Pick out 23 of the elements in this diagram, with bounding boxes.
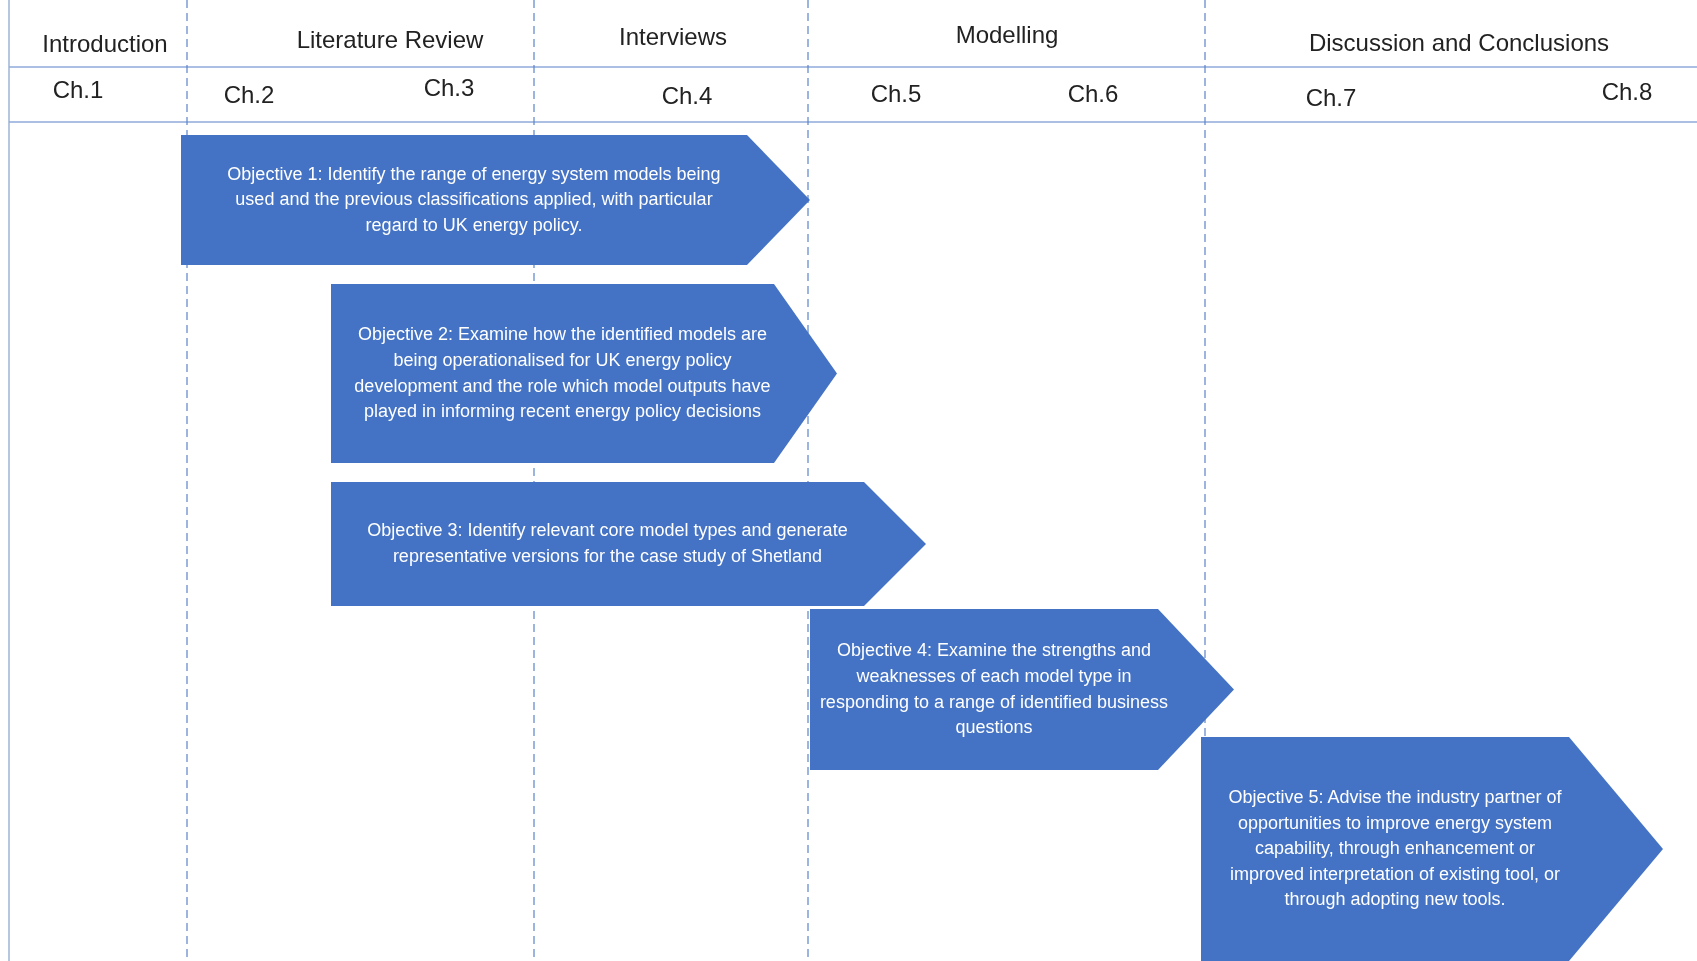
chapter-label: Ch.8 (1601, 80, 1653, 104)
column-heading: Literature Review (296, 28, 484, 52)
column-heading: Introduction (42, 32, 168, 56)
chapter-label: Ch.6 (1067, 82, 1119, 106)
chapter-label: Ch.3 (423, 76, 475, 100)
chapter-label: Ch.1 (52, 78, 104, 102)
chapter-label: Ch.5 (870, 82, 922, 106)
objective-banner (181, 135, 810, 265)
chapter-label: Ch.4 (661, 84, 713, 108)
chapter-label: Ch.7 (1305, 86, 1357, 110)
column-heading: Interviews (619, 25, 727, 49)
objective-text: Objective 4: Examine the strengths and weaknesses of each model type in responding to a range of identified business questions (818, 639, 1170, 740)
objective-banner (331, 482, 926, 606)
objective-text: Objective 5: Advise the industry partner of opportunities to improve energy system capability, through enhancement or improved interpretation of existing tool, or through adopting new tools. (1227, 786, 1563, 912)
objective-text: Objective 3: Identify relevant core model types and generate representative versions for the case study of Shetland (366, 519, 849, 568)
column-heading: Discussion and Conclusions (1308, 31, 1610, 55)
objective-banner (810, 609, 1234, 770)
chapter-label: Ch.2 (223, 83, 275, 107)
objective-banner (331, 284, 837, 463)
column-heading: Modelling (955, 23, 1059, 47)
objective-text: Objective 2: Examine how the identified models are being operationalised for UK energy policy development and the role which model outputs have played in informing recent energy policy decisions (353, 323, 772, 424)
objective-text: Objective 1: Identify the range of energy system models being used and the previous classifications applied, with particular regard to UK energy policy. (226, 162, 722, 237)
objective-banner (1201, 737, 1663, 961)
